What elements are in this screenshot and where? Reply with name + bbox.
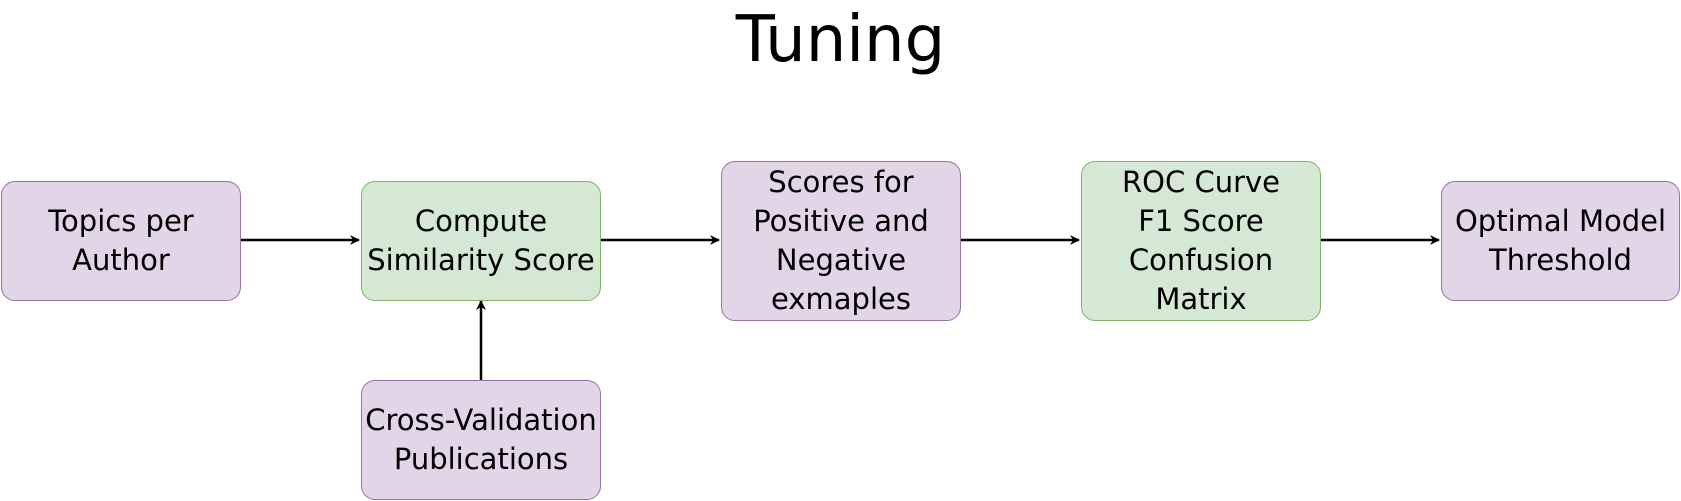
diagram-title: Tuning [735,3,946,77]
node-label-line: Scores for [768,165,914,199]
node-label-line: Topics per [48,204,194,238]
node-label-line: Cross-Validation [365,403,597,437]
node-label-line: Publications [393,442,569,476]
node-label-line: Positive and [753,204,929,238]
node-cross-validation-publications: Cross-Validation Publications [361,380,601,500]
node-label-line: Confusion [1128,243,1274,277]
node-scores-positive-negative: Scores for Positive and Negative exmaple… [721,161,961,321]
node-label-line: exmaples [771,282,911,316]
node-label-line: F1 Score [1138,204,1264,238]
node-label-line: Negative [775,243,907,277]
node-label-line: Threshold [1489,243,1632,277]
node-label-line: Matrix [1155,282,1247,316]
node-optimal-model-threshold: Optimal Model Threshold [1441,181,1680,301]
node-label-line: Author [72,243,170,277]
node-label-line: Compute [414,204,548,238]
node-compute-similarity-score: Compute Similarity Score [361,181,601,301]
node-label-line: Optimal Model [1454,204,1667,238]
node-roc-f1-confusion: ROC Curve F1 Score Confusion Matrix [1081,161,1321,321]
node-topics-per-author: Topics per Author [1,181,241,301]
node-label-line: ROC Curve [1122,165,1280,199]
node-label-line: Similarity Score [367,243,595,277]
